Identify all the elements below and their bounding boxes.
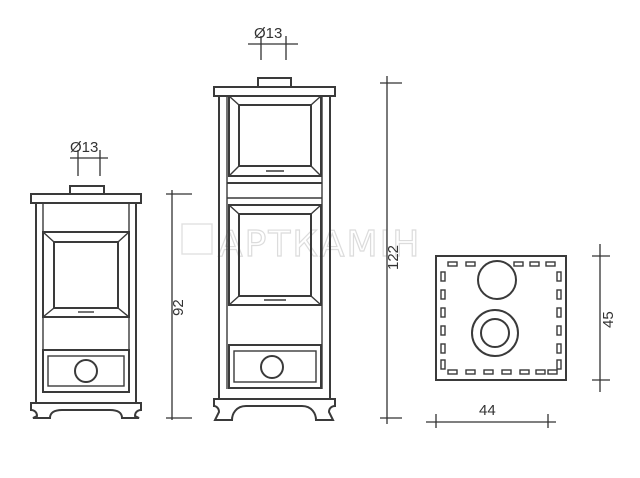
plan-width-dimension: 44 xyxy=(426,402,556,428)
small-top-plate xyxy=(30,193,142,204)
tall-fire-door-frame xyxy=(228,204,322,306)
tall-flue-collar xyxy=(257,77,292,88)
small-flue-dimension: Ø13 xyxy=(70,139,108,176)
small-base xyxy=(30,402,142,419)
plan-view: 45 44 xyxy=(426,244,617,428)
vent-slot xyxy=(501,369,512,375)
plan-depth-dimension: 45 xyxy=(592,244,617,392)
tall-base xyxy=(213,398,336,421)
plan-rear-outlet-inner xyxy=(480,318,510,348)
vent-slot xyxy=(535,369,546,375)
vent-slot xyxy=(440,307,446,318)
tall-air-knob xyxy=(260,355,284,379)
vent-slot xyxy=(529,261,540,267)
vent-slot xyxy=(440,359,446,370)
tall-upper-door-frame xyxy=(228,95,322,177)
tall-upper-door-glass xyxy=(238,104,312,167)
small-ash-drawer xyxy=(42,349,130,393)
vent-slot xyxy=(440,343,446,354)
small-door-glass xyxy=(53,241,119,309)
vent-slot xyxy=(513,261,524,267)
vent-slot xyxy=(447,261,458,267)
vent-slot xyxy=(447,369,458,375)
plan-flue-outlet xyxy=(477,260,517,300)
tall-top-plate xyxy=(213,86,336,97)
watermark-text: АРТКАМІН xyxy=(218,224,421,265)
tall-height-label: 122 xyxy=(385,245,402,270)
plan-depth-label: 45 xyxy=(600,311,617,328)
vent-slot xyxy=(440,289,446,300)
vent-slot xyxy=(519,369,530,375)
vent-slot xyxy=(547,369,558,375)
plan-outline xyxy=(435,255,567,381)
vent-slot xyxy=(556,289,562,300)
vent-slot xyxy=(556,343,562,354)
small-door-frame xyxy=(42,231,130,318)
vent-slot xyxy=(440,325,446,336)
tall-flue-label: Ø13 xyxy=(254,25,282,42)
plan-vent-slots xyxy=(440,261,562,375)
tall-stove: Ø13 xyxy=(213,25,402,424)
vent-slot xyxy=(556,325,562,336)
small-height-dimension: 92 xyxy=(166,190,192,420)
small-flue-collar xyxy=(69,185,105,195)
vent-slot xyxy=(556,359,562,370)
vent-slot xyxy=(545,261,556,267)
tall-height-dimension: 122 xyxy=(380,76,402,424)
vent-slot xyxy=(440,271,446,282)
plan-width-label: 44 xyxy=(479,402,496,419)
vent-slot xyxy=(465,369,476,375)
small-stove: Ø13 92 xyxy=(30,139,192,420)
watermark: АРТКАМІН xyxy=(181,223,421,266)
small-air-knob xyxy=(74,359,98,383)
small-height-label: 92 xyxy=(170,299,187,316)
vent-slot xyxy=(483,369,494,375)
tall-fire-door-glass xyxy=(238,213,312,297)
vent-slot xyxy=(556,271,562,282)
vent-slot xyxy=(556,307,562,318)
plan-rear-outlet-outer xyxy=(471,309,519,357)
tall-ash-drawer xyxy=(228,344,322,389)
vent-slot xyxy=(465,261,476,267)
small-flue-label: Ø13 xyxy=(70,139,98,156)
tall-flue-dimension: Ø13 xyxy=(248,25,298,60)
